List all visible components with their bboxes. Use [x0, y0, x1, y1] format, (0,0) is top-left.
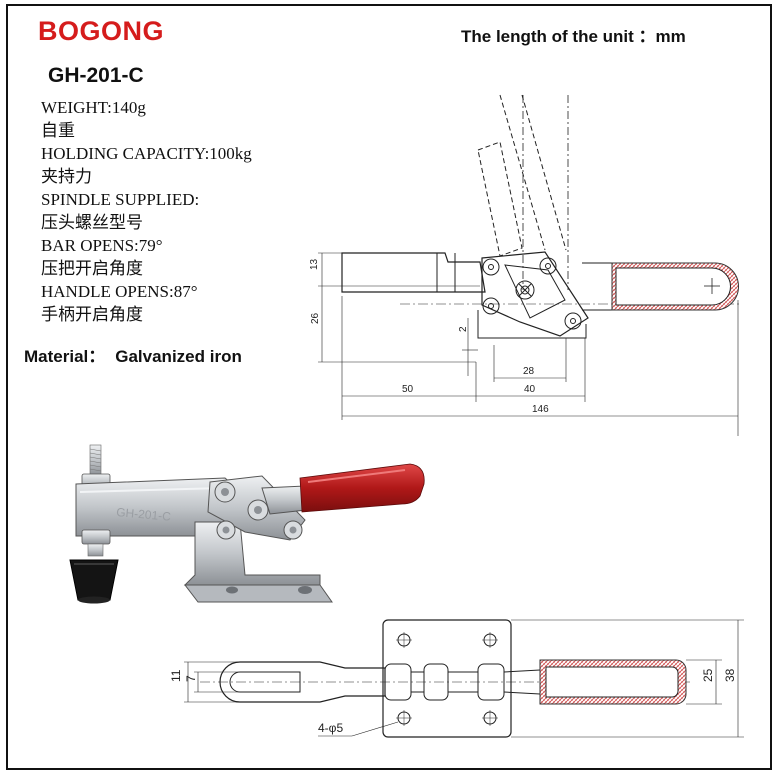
spec-weight-cn: 自重 — [41, 121, 75, 140]
dim-146: 146 — [532, 404, 549, 415]
spec-weight: WEIGHT:140g — [41, 98, 146, 117]
top-view-drawing — [184, 619, 744, 738]
spec-holding-capacity-cn: 夹持力 — [41, 167, 92, 186]
spec-bar-opens: BAR OPENS:79° — [41, 236, 163, 255]
dim-13: 13 — [309, 258, 320, 270]
outer-frame — [6, 4, 772, 770]
material-line: Material： Galvanized iron — [24, 342, 252, 367]
spec-list: WEIGHT:140g 自重 HOLDING CAPACITY:100kg 夹持… — [41, 96, 252, 326]
model-number: GH-201-C — [48, 64, 144, 87]
spec-spindle: SPINDLE SUPPLIED: — [41, 190, 200, 209]
spec-spindle-cn: 压头螺丝型号 — [41, 213, 143, 232]
side-view-drawing — [318, 94, 740, 436]
dim-26: 26 — [310, 312, 321, 324]
side-view-dimension-labels: 13 26 2 28 40 50 146 — [309, 258, 549, 415]
product-photo: GH-201-C — [69, 444, 425, 604]
dim-25: 25 — [701, 668, 715, 682]
dim-38: 38 — [723, 668, 737, 682]
brand-logo: BOGONG — [38, 16, 165, 46]
unit-note: The length of the unit ：mm — [461, 27, 686, 46]
material-value: Galvanized iron — [115, 347, 242, 366]
spec-bar-opens-cn: 压把开启角度 — [41, 259, 143, 278]
spec-holding-capacity: HOLDING CAPACITY:100kg — [41, 144, 252, 163]
dim-7: 7 — [184, 675, 198, 682]
dim-50: 50 — [402, 384, 414, 395]
dim-28: 28 — [523, 366, 535, 377]
dim-40: 40 — [524, 384, 536, 395]
photo-engraving: GH-201-C — [116, 505, 172, 524]
spec-handle-opens: HANDLE OPENS:87° — [41, 282, 198, 301]
dim-holes: 4-φ5 — [318, 721, 343, 735]
spec-handle-opens-cn: 手柄开启角度 — [41, 305, 143, 324]
top-view-dimension-labels: 11 7 25 38 4-φ5 — [169, 668, 737, 735]
dim-11: 11 — [169, 669, 183, 682]
dim-2: 2 — [458, 326, 469, 332]
material-label: Material： — [24, 347, 106, 366]
